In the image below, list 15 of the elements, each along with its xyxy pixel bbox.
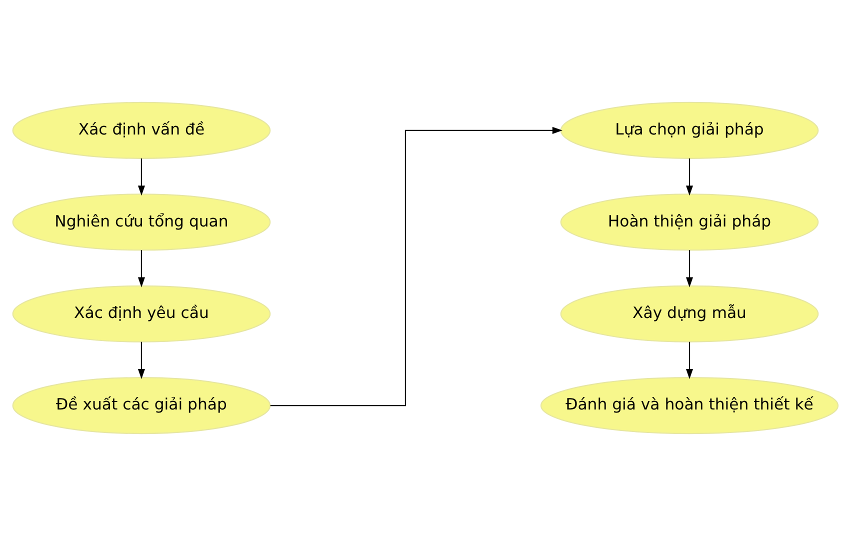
- node-ellipse: Đánh giá và hoàn thiện thiết kế: [540, 376, 839, 434]
- arrow: [138, 250, 145, 287]
- arrow: [686, 158, 694, 196]
- node-ellipse: Xác định vấn đề: [12, 101, 271, 158]
- node-ellipse: Hoàn thiện giải pháp: [560, 193, 819, 250]
- node-ellipse: Xác định yêu cầu: [12, 284, 271, 342]
- arrow: [686, 341, 694, 379]
- arrow: [270, 126, 562, 406]
- arrow: [686, 250, 694, 287]
- node-ellipse: Đề xuất các giải pháp: [12, 376, 271, 434]
- arrow: [138, 341, 145, 379]
- node-ellipse: Lựa chọn giải pháp: [560, 101, 819, 158]
- node-ellipse: Xây dựng mẫu: [560, 284, 819, 342]
- arrow: [138, 158, 145, 196]
- node-ellipse: Nghiên cứu tổng quan: [12, 193, 271, 250]
